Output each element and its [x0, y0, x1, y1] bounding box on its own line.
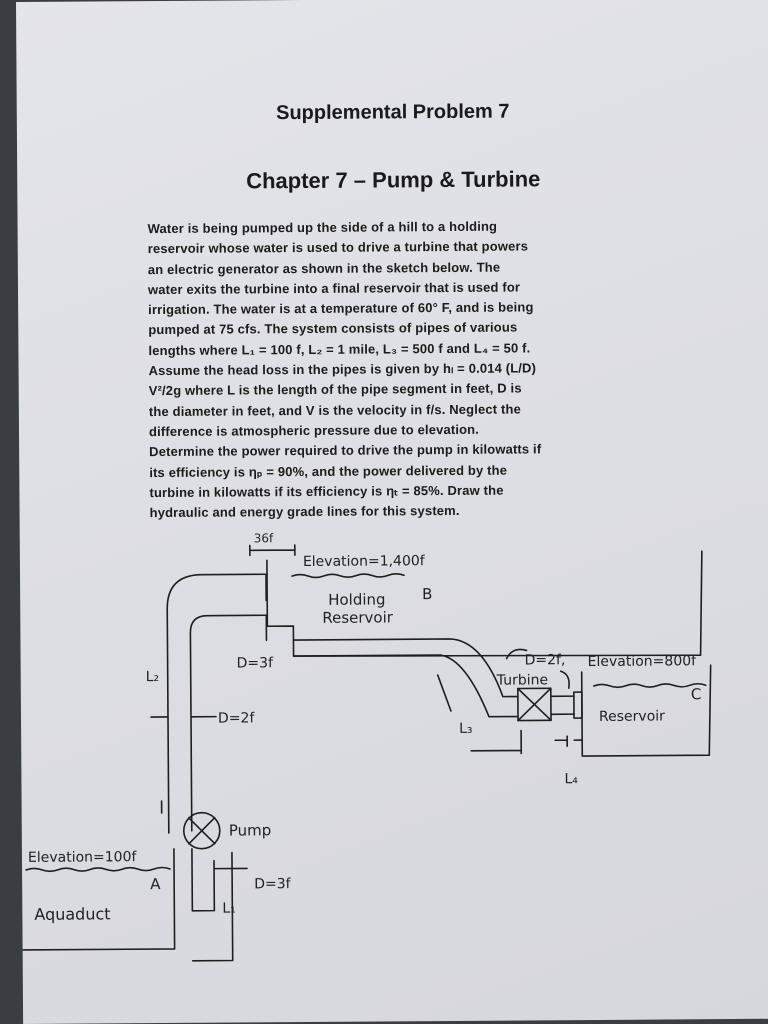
- label-36f: 36f: [254, 531, 274, 545]
- leader-turbine: [505, 648, 570, 689]
- label-d3-bottom: D=3f: [254, 876, 292, 892]
- label-d2-left: D=2f: [218, 710, 256, 726]
- dim-l4: [554, 735, 583, 747]
- label-l2: L₂: [146, 669, 160, 685]
- pipe-l4-flange: [573, 691, 583, 719]
- label-reservoir: Reservoir: [599, 708, 665, 724]
- water-surface-c: [592, 682, 707, 689]
- label-a: A: [150, 875, 161, 893]
- dim-d3-bottom: [191, 851, 248, 962]
- label-c: C: [691, 685, 702, 703]
- label-d2-right: D=2f,: [525, 652, 566, 668]
- hydraulic-system-sketch: 36f Elevation=1,400f B Holding Reservoir…: [18, 531, 712, 962]
- label-l1: L₁: [222, 900, 236, 916]
- label-elevation-a: Elevation=100f: [28, 849, 138, 866]
- label-d3-top: D=3f: [237, 655, 275, 671]
- turbine-box: [517, 687, 552, 722]
- dim-36f: [248, 544, 296, 557]
- water-surface-a: [25, 866, 171, 873]
- dim-l3: [436, 674, 523, 755]
- turbine-x: [517, 687, 552, 722]
- label-holding: Holding: [328, 590, 385, 608]
- label-turbine: Turbine: [496, 672, 548, 688]
- label-elevation-c: Elevation=800f: [588, 653, 698, 670]
- label-l3: L₃: [459, 721, 473, 737]
- label-l4: L₄: [564, 771, 578, 787]
- pipe-l2-inner: [189, 614, 269, 832]
- water-surface-b: [291, 573, 405, 579]
- label-pump: Pump: [229, 821, 272, 839]
- label-elevation-b: Elevation=1,400f: [303, 553, 426, 570]
- pipe-l2-outer: [166, 573, 268, 834]
- pipe-l4: [550, 695, 575, 716]
- pump-symbol: [182, 811, 221, 850]
- pump-cross: [187, 816, 216, 845]
- label-holding-reservoir: Reservoir: [322, 608, 394, 626]
- pipe-l3-lower: [292, 654, 519, 718]
- paper-sheet: Supplemental Problem 7 Chapter 7 – Pump …: [16, 0, 768, 1024]
- label-b: B: [422, 585, 432, 603]
- pipe-l1: [191, 847, 216, 912]
- label-aqueduct: Aquaduct: [34, 904, 110, 924]
- final-reservoir-outline: [580, 664, 712, 757]
- pipe-l3-upper: [292, 638, 519, 698]
